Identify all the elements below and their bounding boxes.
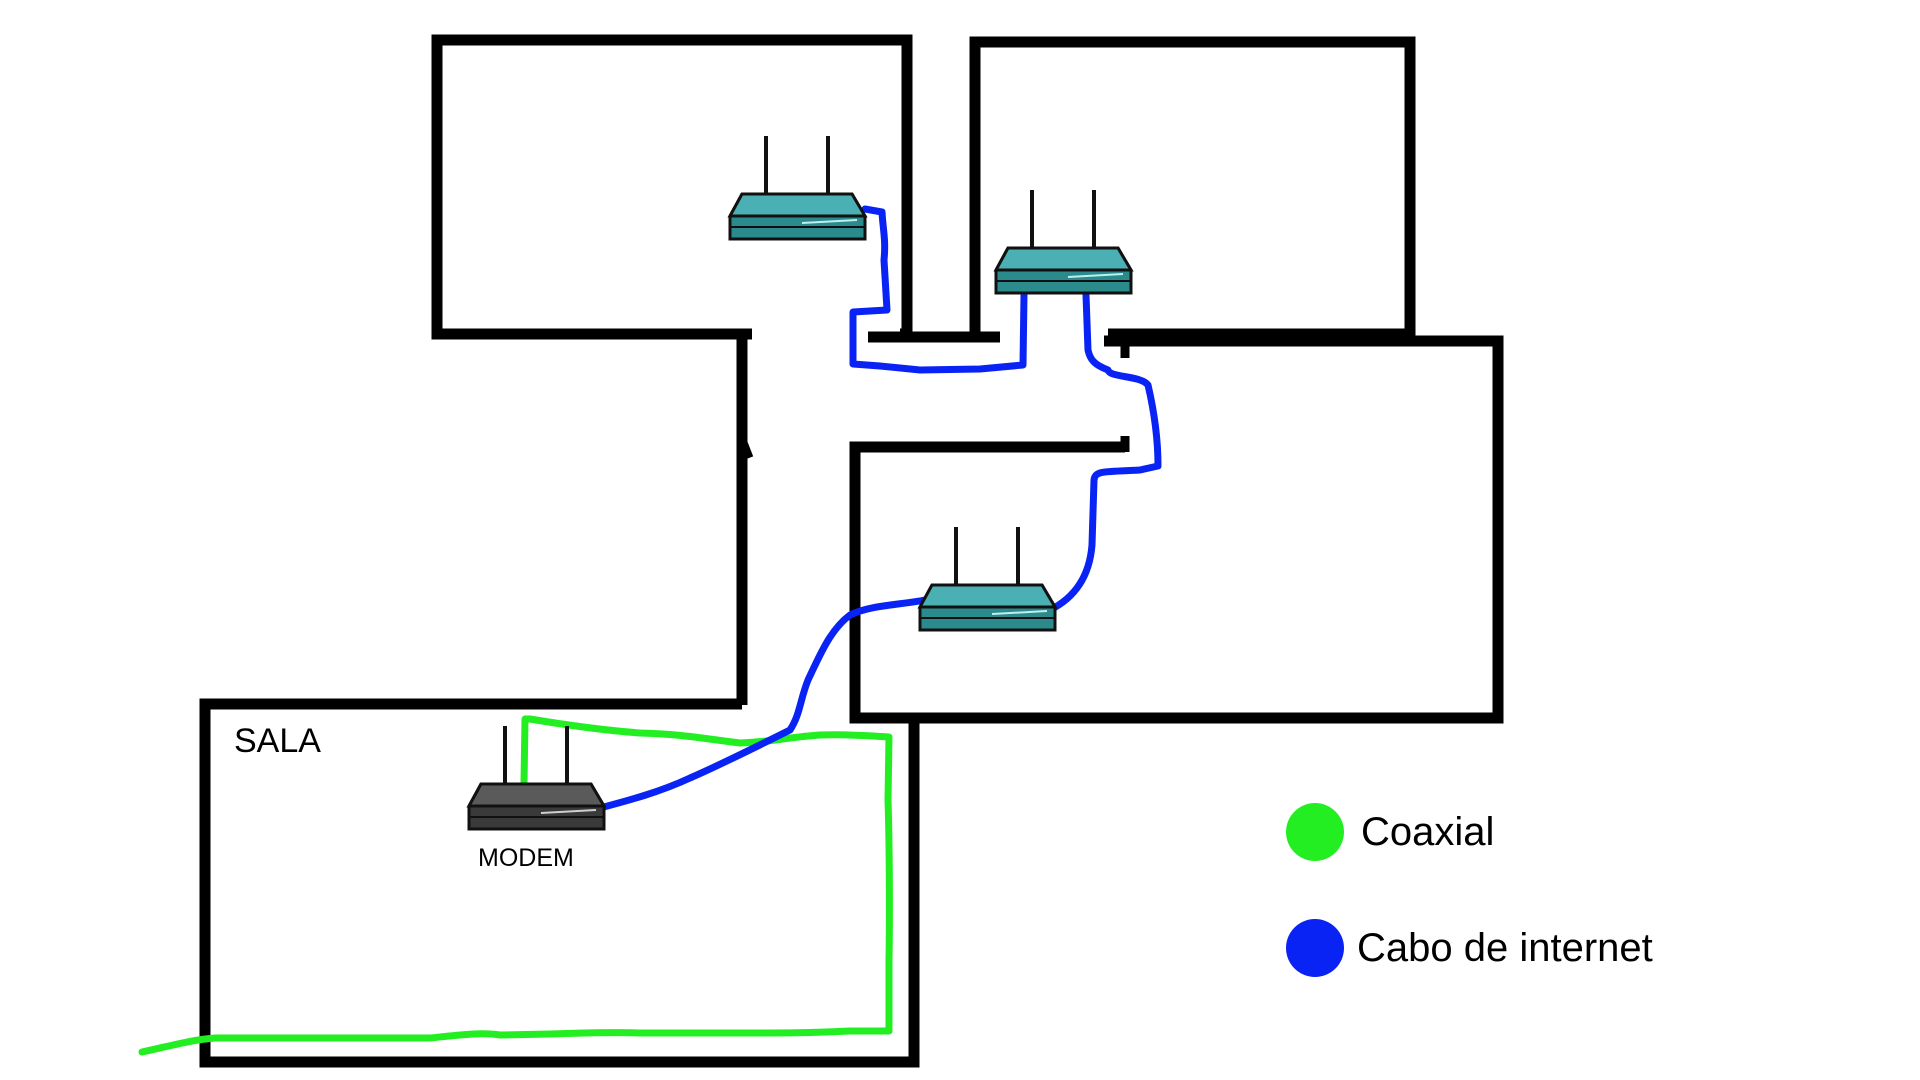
internet-cable-modem-to-router (596, 596, 929, 812)
modem-icon[interactable] (467, 724, 606, 831)
circle-marker-icon (1286, 803, 1344, 861)
legend: Coaxial Cabo de internet (1286, 803, 1653, 977)
internet-cable-top-right-to-top-left (849, 205, 1028, 374)
legend-item-internet-cable: Cabo de internet (1286, 919, 1653, 977)
router-icon[interactable] (994, 188, 1133, 295)
room-right-wall (849, 335, 1504, 724)
legend-label-internet-cable: Cabo de internet (1357, 926, 1653, 970)
corridor-wall-tick (737, 438, 754, 460)
circle-marker-icon (1286, 919, 1344, 977)
walls (199, 34, 1504, 1068)
legend-label-coaxial: Coaxial (1361, 810, 1494, 854)
router-icon[interactable] (728, 134, 867, 241)
room-label-sala: SALA (234, 722, 321, 760)
legend-item-coaxial: Coaxial (1286, 803, 1494, 861)
room-sala-wall (199, 698, 920, 1068)
modem-label: MODEM (478, 844, 574, 872)
internet-cable-router-to-top-right (1046, 291, 1162, 614)
router-icon[interactable] (918, 525, 1057, 632)
room-top-right-wall (969, 36, 1416, 340)
coaxial-cable (138, 715, 893, 1056)
cables (138, 205, 1162, 1056)
room-top-left-wall (431, 34, 913, 340)
